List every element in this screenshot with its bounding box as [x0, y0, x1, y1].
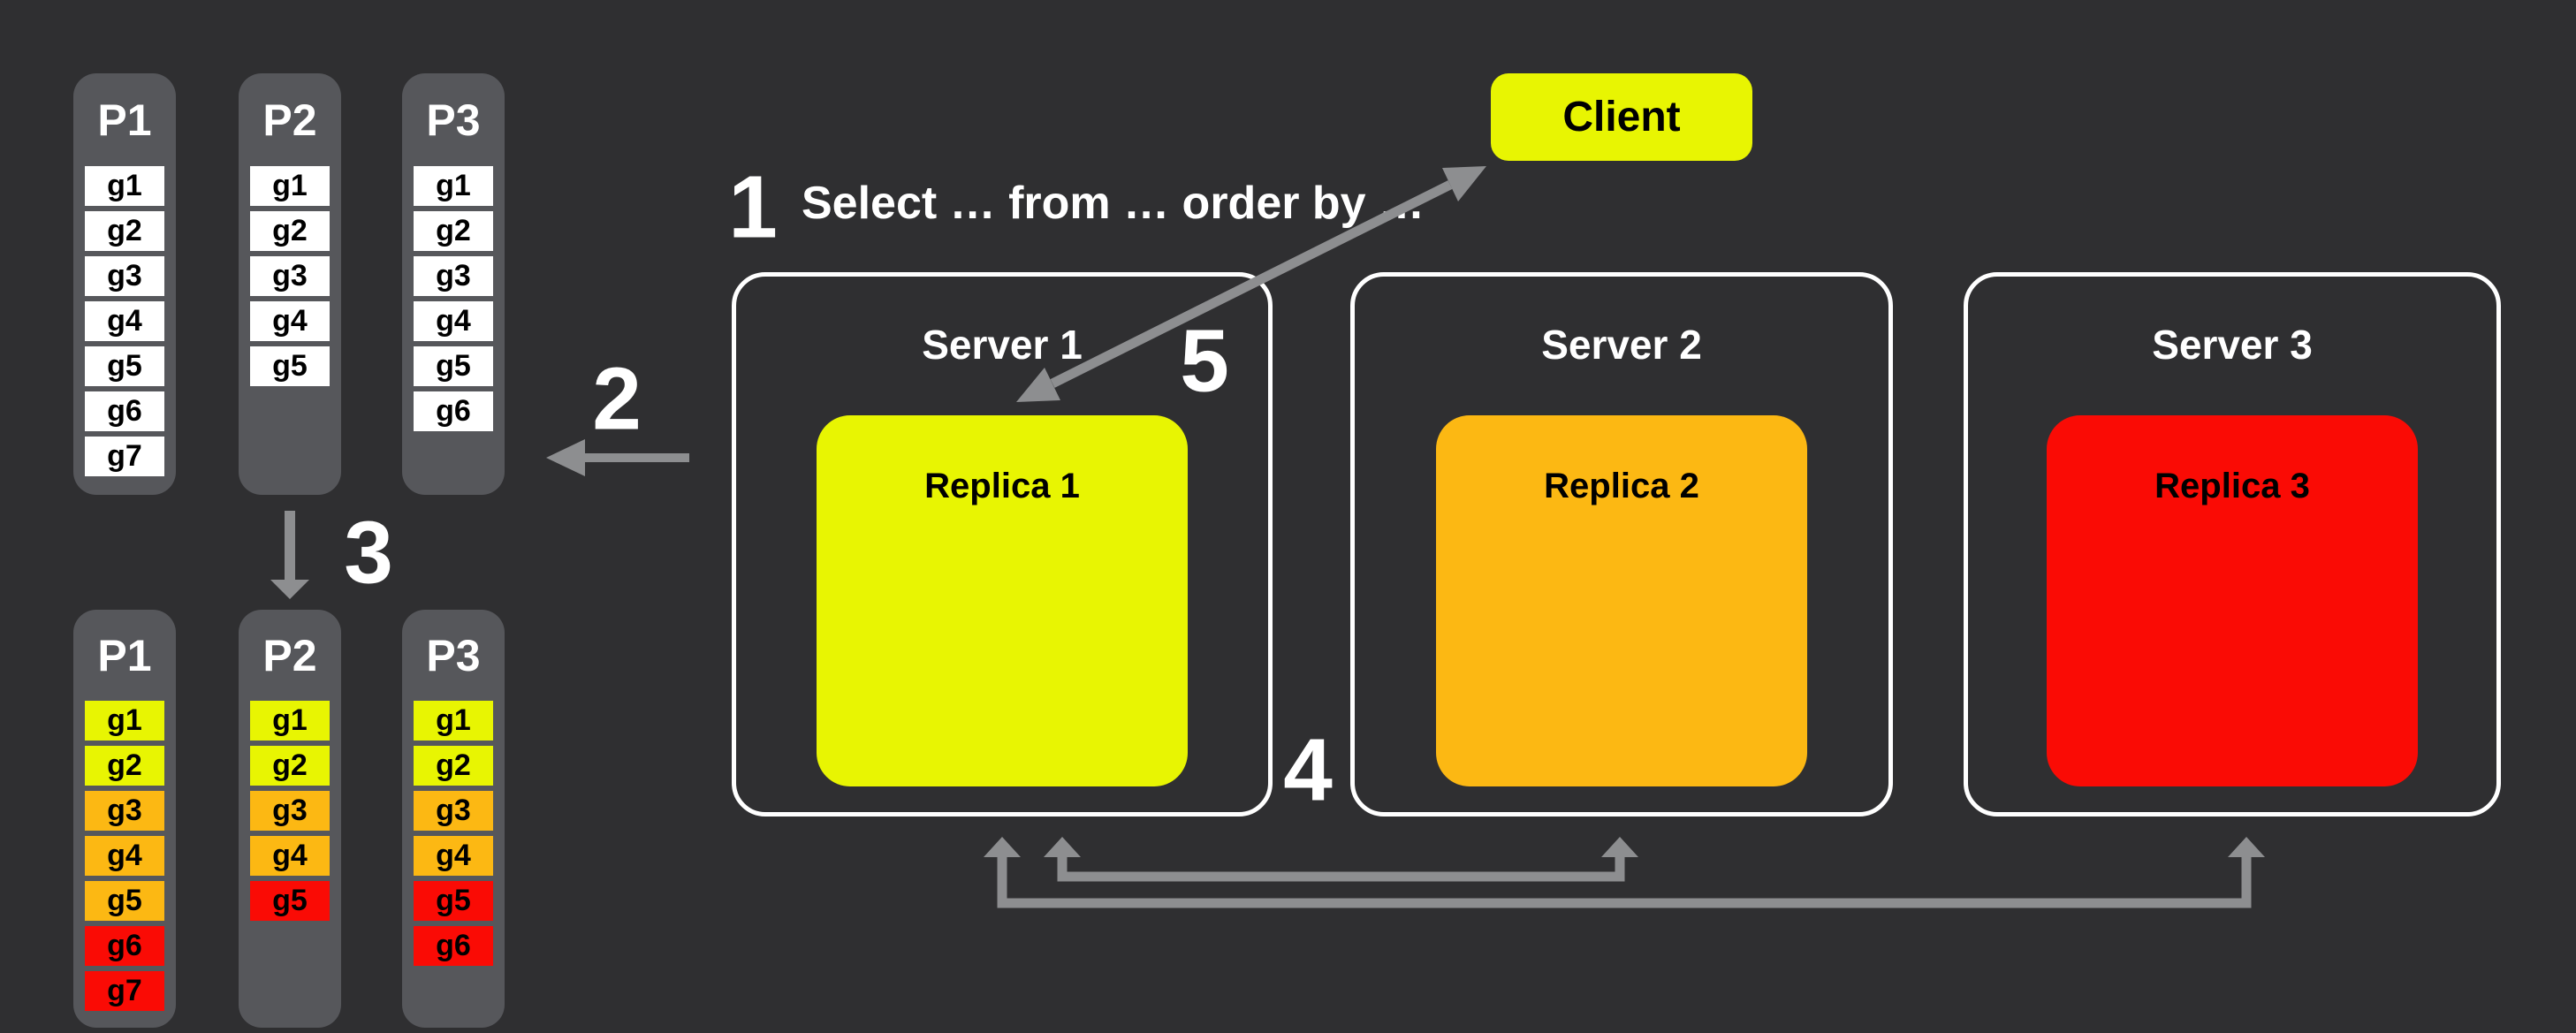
client-box: Client [1491, 73, 1752, 161]
replication-arrow-inner-icon [1044, 837, 1638, 882]
partition-column-after-p3: P3 g1 g2 g3 g4 g5 g6 [402, 610, 505, 1028]
partition-cell: g2 [85, 211, 164, 251]
partition-cell: g4 [85, 301, 164, 341]
partition-cell: g7 [85, 437, 164, 476]
server-box-3: Server 3 Replica 3 [1964, 272, 2501, 817]
partition-title: P3 [426, 630, 481, 680]
partition-column-before-p3: P3 g1 g2 g3 g4 g5 g6 [402, 73, 505, 495]
partition-cell-list: g1 g2 g3 g4 g5 [239, 166, 341, 386]
partition-cell: g1 [85, 701, 164, 741]
step-4-label: 4 [1283, 720, 1333, 820]
replica-label: Replica 2 [1544, 467, 1699, 505]
partition-cell: g2 [85, 746, 164, 786]
partition-cell: g7 [85, 971, 164, 1011]
partition-title: P1 [97, 95, 152, 145]
partition-cell: g3 [414, 256, 493, 296]
server-box-1: Server 1 Replica 1 [732, 272, 1273, 817]
partition-cell-list: g1 g2 g3 g4 g5 [239, 701, 341, 921]
partition-cell: g3 [250, 256, 330, 296]
partition-title: P3 [426, 95, 481, 145]
partition-cell: g3 [85, 256, 164, 296]
step3-arrow-down-icon [270, 511, 309, 599]
partition-cell: g2 [250, 746, 330, 786]
partition-cell: g6 [85, 391, 164, 431]
partition-cell: g5 [414, 346, 493, 386]
replica-box-2: Replica 2 [1436, 415, 1807, 786]
partition-cell-list: g1 g2 g3 g4 g5 g6 [402, 166, 505, 431]
partition-cell: g2 [250, 211, 330, 251]
partition-title: P2 [262, 95, 317, 145]
partition-cell: g2 [414, 211, 493, 251]
partition-cell: g1 [250, 166, 330, 206]
server-title: Server 2 [1541, 322, 1702, 368]
replica-label: Replica 1 [924, 467, 1080, 505]
partition-cell-list: g1 g2 g3 g4 g5 g6 g7 [73, 701, 176, 1011]
partition-cell: g1 [414, 166, 493, 206]
server-box-2: Server 2 Replica 2 [1350, 272, 1893, 817]
partition-cell: g5 [250, 346, 330, 386]
partition-title: P2 [262, 630, 317, 680]
partition-cell: g5 [414, 881, 493, 921]
partition-cell: g5 [85, 881, 164, 921]
step-2-label: 2 [592, 349, 642, 449]
replica-label: Replica 3 [2154, 467, 2310, 505]
partition-cell: g1 [85, 166, 164, 206]
partition-cell: g3 [250, 791, 330, 831]
partition-title: P1 [97, 630, 152, 680]
partition-cell-list: g1 g2 g3 g4 g5 g6 g7 [73, 166, 176, 476]
partition-cell: g4 [250, 836, 330, 876]
partition-cell: g1 [250, 701, 330, 741]
partition-cell: g6 [85, 926, 164, 966]
step-1-label: 1 [728, 157, 778, 257]
step-3-label: 3 [344, 503, 393, 603]
partition-cell: g6 [414, 391, 493, 431]
partition-column-after-p1: P1 g1 g2 g3 g4 g5 g6 g7 [73, 610, 176, 1028]
partition-cell-list: g1 g2 g3 g4 g5 g6 [402, 701, 505, 966]
partition-cell: g3 [85, 791, 164, 831]
partition-cell: g5 [85, 346, 164, 386]
partition-cell: g4 [85, 836, 164, 876]
partition-cell: g4 [250, 301, 330, 341]
partition-column-before-p2: P2 g1 g2 g3 g4 g5 [239, 73, 341, 495]
partition-column-before-p1: P1 g1 g2 g3 g4 g5 g6 g7 [73, 73, 176, 495]
partition-cell: g1 [414, 701, 493, 741]
partition-cell: g4 [414, 301, 493, 341]
server-title: Server 1 [922, 322, 1083, 368]
client-label: Client [1562, 94, 1681, 141]
replica-box-3: Replica 3 [2047, 415, 2418, 786]
partition-cell: g6 [414, 926, 493, 966]
partition-cell: g4 [414, 836, 493, 876]
partition-column-after-p2: P2 g1 g2 g3 g4 g5 [239, 610, 341, 1028]
server-title: Server 3 [2152, 322, 2313, 368]
partition-cell: g5 [250, 881, 330, 921]
replica-box-1: Replica 1 [817, 415, 1188, 786]
partition-cell: g2 [414, 746, 493, 786]
replication-arrow-outer-icon [984, 837, 2265, 908]
partition-cell: g3 [414, 791, 493, 831]
query-text: Select … from … order by … [802, 178, 1425, 229]
